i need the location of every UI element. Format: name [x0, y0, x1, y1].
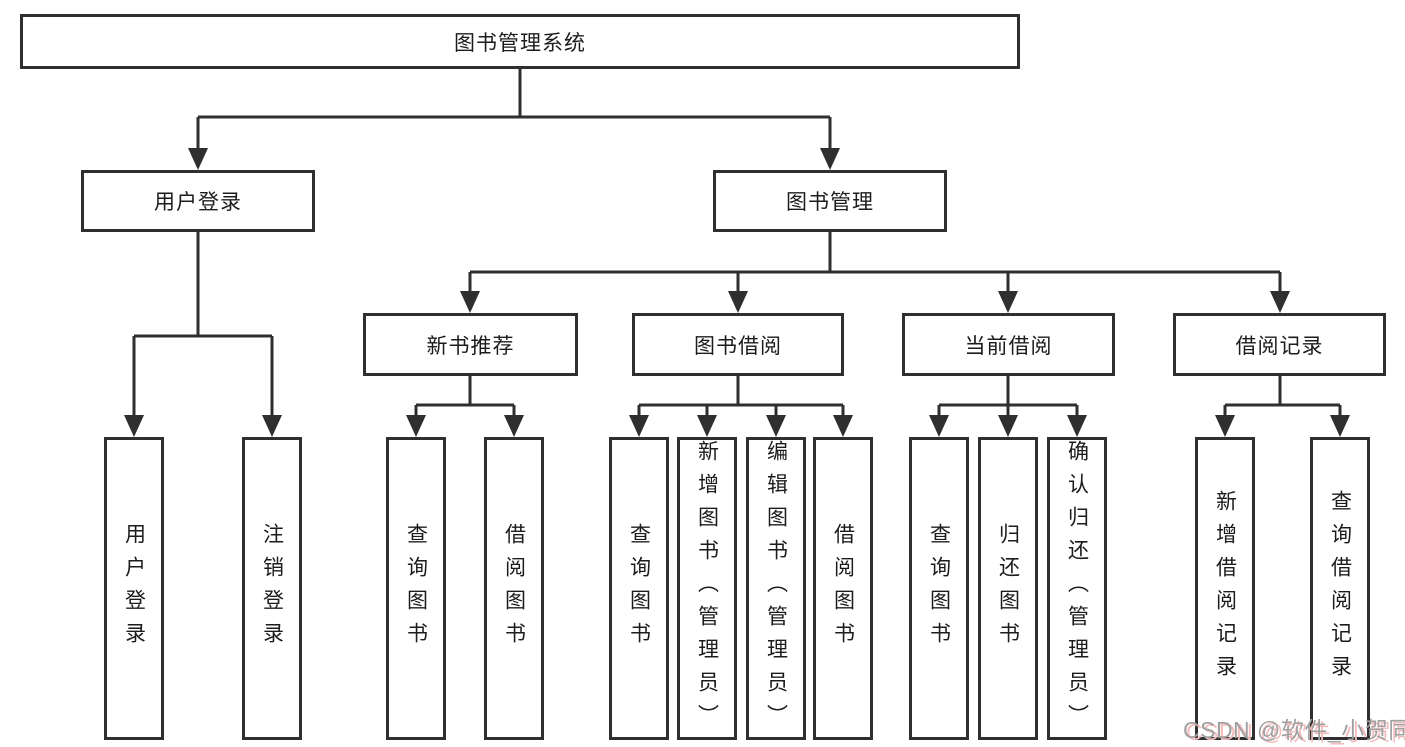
leaf-borrow-books-recommend: 借阅图书 — [484, 437, 544, 740]
node-book-management: 图书管理 — [713, 170, 947, 232]
csdn-watermark: CSDN @软件_小贺同学 — [1183, 717, 1405, 743]
leaf-edit-books-admin: 编辑图书（管理员） — [746, 437, 806, 740]
leaf-query-borrow-record: 查询借阅记录 — [1310, 437, 1370, 740]
leaf-query-books-current: 查询图书 — [909, 437, 969, 740]
arrowheads-level2 — [188, 148, 840, 170]
arrowheads-level3 — [460, 291, 1290, 313]
node-user-login: 用户登录 — [81, 170, 315, 232]
leaf-borrow-books: 借阅图书 — [813, 437, 873, 740]
leaf-add-books-admin: 新增图书（管理员） — [677, 437, 737, 740]
leaf-query-books-recommend: 查询图书 — [386, 437, 446, 740]
arrowheads-leaves — [406, 415, 1350, 437]
leaf-confirm-return-admin: 确认归还（管理员） — [1047, 437, 1107, 740]
node-system-root: 图书管理系统 — [20, 14, 1020, 69]
leaf-user-login: 用户登录 — [104, 437, 164, 740]
node-book-borrowing: 图书借阅 — [632, 313, 844, 376]
leaf-add-borrow-record: 新增借阅记录 — [1195, 437, 1255, 740]
leaf-logout: 注销登录 — [242, 437, 302, 740]
connector-bookmgmt-to-level3 — [468, 232, 1282, 292]
node-current-borrowing: 当前借阅 — [902, 313, 1115, 376]
leaf-query-books-borrowing: 查询图书 — [609, 437, 669, 740]
connector-root-to-level2 — [196, 69, 832, 149]
node-borrow-records: 借阅记录 — [1173, 313, 1386, 376]
connector-userlogin-to-leaves — [132, 232, 274, 416]
node-new-book-recommend: 新书推荐 — [363, 313, 578, 376]
arrowheads-userlogin-leaves — [124, 415, 282, 437]
leaf-return-books: 归还图书 — [978, 437, 1038, 740]
connector-level3-to-leaves — [414, 376, 1342, 416]
